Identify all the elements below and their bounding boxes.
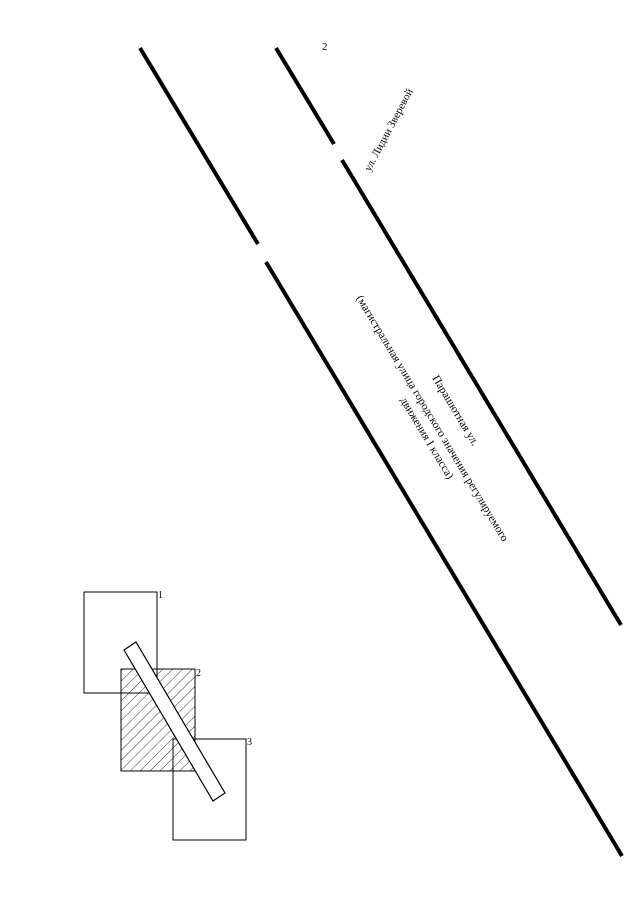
plot-3 xyxy=(172,738,247,841)
plot-1-label: 1 xyxy=(158,590,163,601)
plot-3-label: 3 xyxy=(247,737,252,748)
street-line-right-upper xyxy=(274,46,336,146)
plot-2-label: 2 xyxy=(196,668,201,679)
street-label-lidii-zverevoy: ул. Лидии Зверевой xyxy=(362,87,416,174)
street-label-parashyutnaya-class: (магистральная улица городского значения… xyxy=(353,293,510,544)
diagonal-strip xyxy=(123,641,226,802)
street-line-left-upper xyxy=(138,46,260,246)
page-number: 2 xyxy=(322,41,328,53)
street-line-left-lower xyxy=(264,260,624,858)
street-line-right-lower xyxy=(340,158,623,627)
